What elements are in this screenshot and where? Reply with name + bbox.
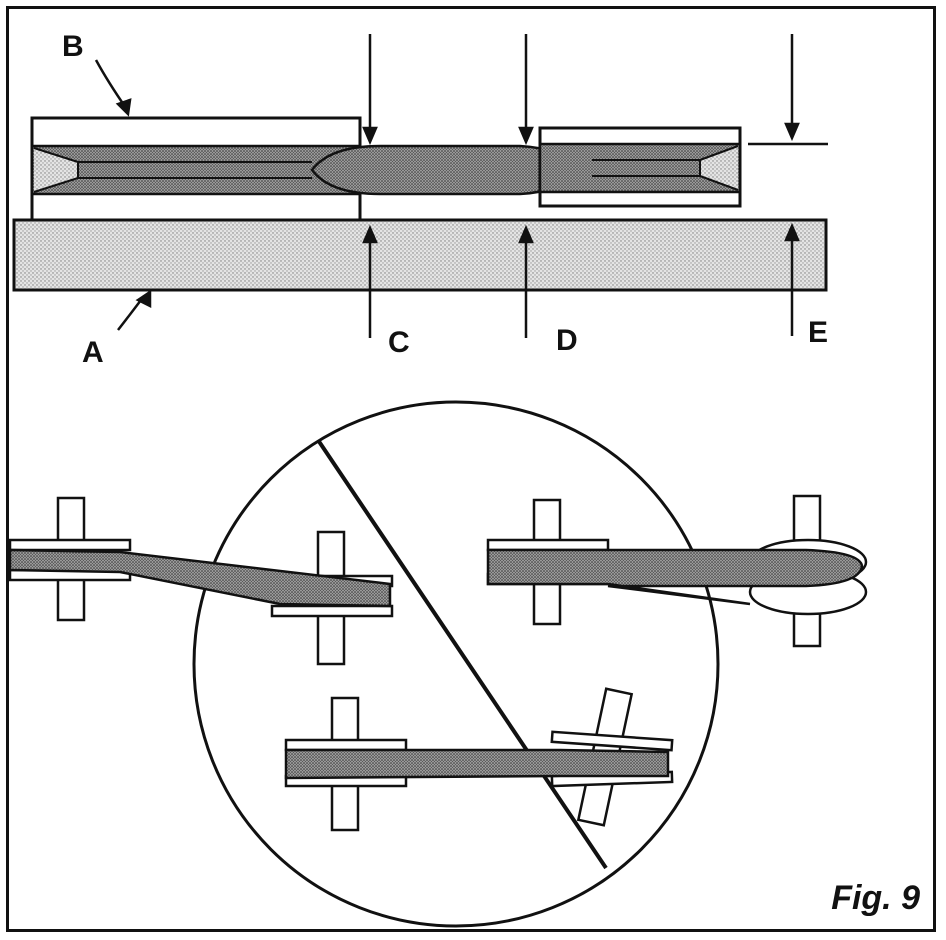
- misaligned-angle-pair: [8, 496, 394, 666]
- measure-line-c: [362, 34, 378, 338]
- pulley-right: [538, 126, 742, 208]
- leader-arrow-a: [117, 289, 152, 331]
- label-b: B: [62, 30, 84, 63]
- pulley-b: [30, 116, 362, 222]
- label-e: E: [808, 316, 829, 349]
- label-a: A: [82, 336, 104, 369]
- label-d: D: [556, 324, 578, 357]
- base-plate-a: [12, 218, 828, 292]
- leader-arrow-b: [94, 59, 132, 117]
- misaligned-offset-pair: [486, 494, 868, 648]
- prohibition-circle: [192, 400, 720, 928]
- label-c: C: [388, 326, 410, 359]
- measure-line-e: [748, 34, 828, 336]
- figure-caption: Fig. 9: [831, 879, 920, 917]
- measure-line-d: [518, 34, 534, 338]
- misaligned-twist-pair: [284, 687, 674, 832]
